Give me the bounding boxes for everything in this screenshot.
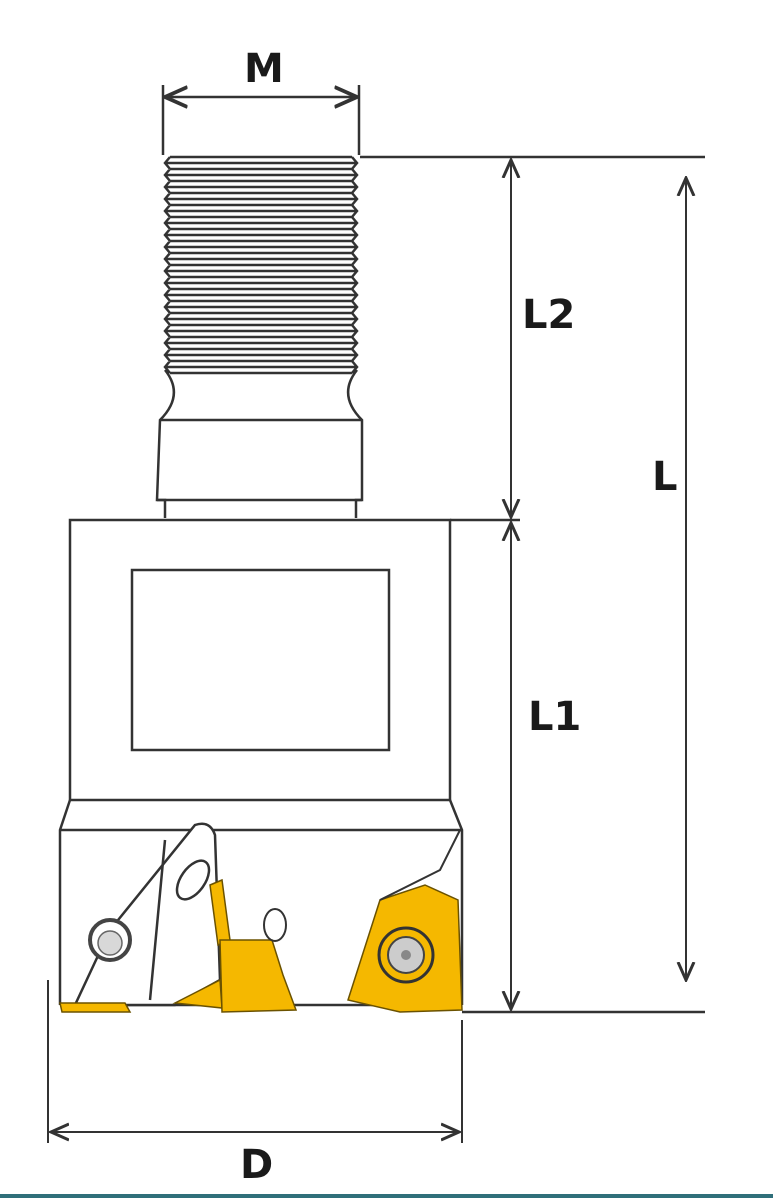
label-d: D: [240, 1142, 274, 1188]
dimension-m: [161, 85, 361, 155]
label-l1: L1: [528, 694, 582, 740]
thread: [163, 155, 359, 375]
label-l: L: [652, 454, 678, 500]
thread-teeth: [163, 155, 359, 375]
label-window: [130, 568, 391, 752]
label-m: M: [244, 46, 284, 92]
cutter-body: [68, 518, 452, 802]
insert-holder: [73, 822, 222, 1007]
label-l2: L2: [522, 292, 576, 338]
bottom-border: [0, 1194, 773, 1198]
